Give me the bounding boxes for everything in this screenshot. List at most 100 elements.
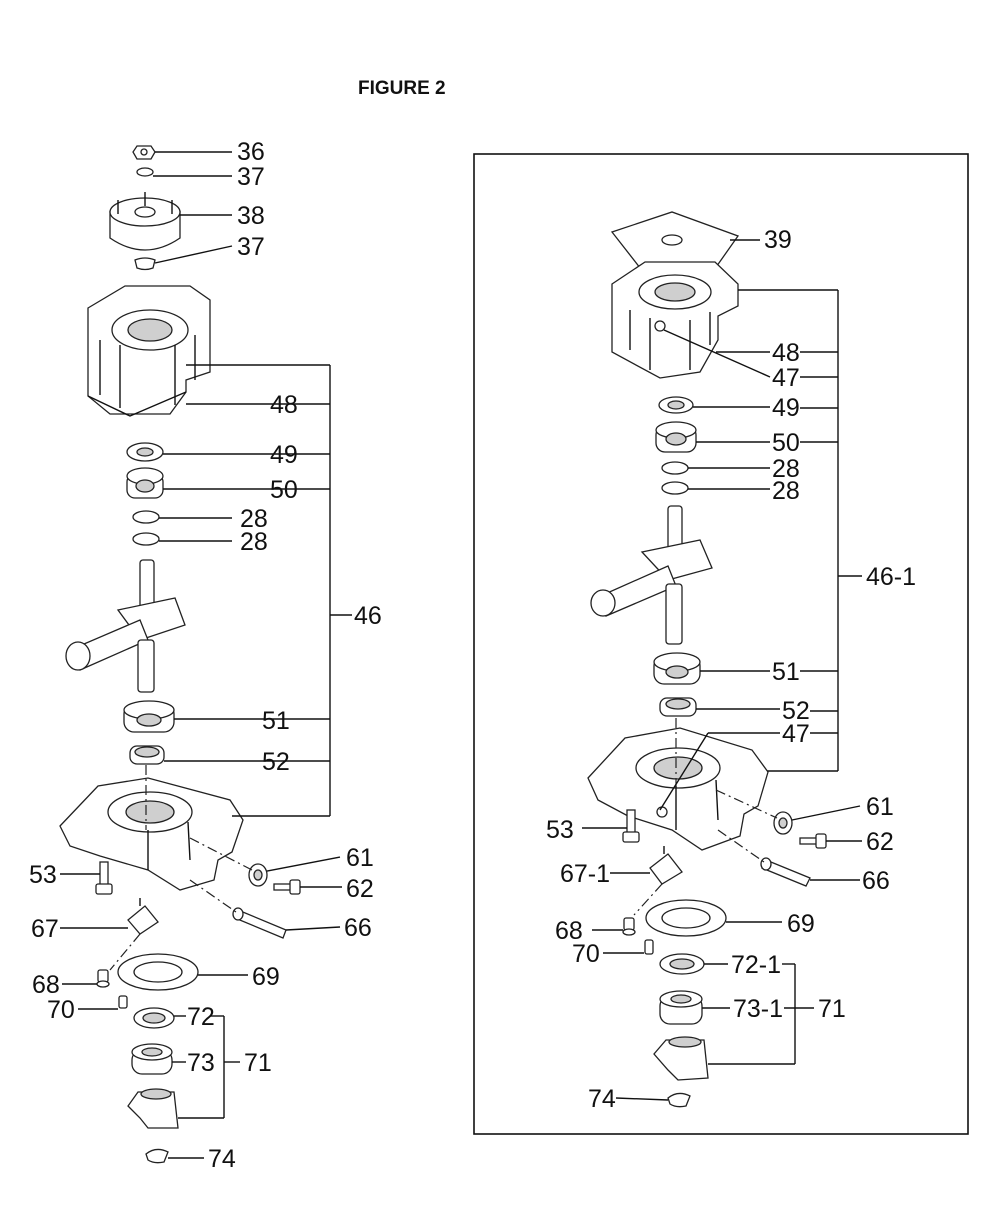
oil-seal-part [659, 697, 697, 717]
crankshaft-part [590, 505, 713, 645]
crankshaft-part [65, 559, 186, 693]
upper-crankcase-part [87, 285, 211, 417]
clip-part [667, 1092, 691, 1108]
bearing-part [123, 700, 175, 733]
callout-36: 36 [237, 138, 265, 166]
housing-part [653, 1036, 709, 1081]
screw-part [118, 995, 128, 1009]
nut-part [248, 863, 268, 887]
callout-62: 62 [866, 828, 894, 856]
callout-52: 52 [782, 697, 810, 725]
shim-part [132, 532, 160, 546]
callout-68: 68 [32, 971, 60, 999]
callout-71: 71 [818, 995, 846, 1023]
bracket-46 [329, 365, 352, 816]
bracket-71 [178, 1015, 240, 1119]
callout-66: 66 [862, 867, 890, 895]
bearing-part [126, 467, 164, 499]
clip-part [145, 1148, 169, 1164]
assembly-frame [473, 153, 969, 1135]
housing-part [127, 1088, 179, 1129]
callout-51: 51 [772, 658, 800, 686]
callout-61: 61 [346, 844, 374, 872]
bearing-part [653, 652, 701, 685]
bracket-71 [708, 963, 814, 1065]
screw-part [273, 879, 301, 895]
callout-28: 28 [772, 477, 800, 505]
shim-part [132, 510, 160, 524]
clutch-drum-part [109, 192, 181, 251]
callout-74: 74 [208, 1145, 236, 1173]
shim-part [661, 481, 689, 495]
callout-49: 49 [772, 394, 800, 422]
screw-part [96, 969, 110, 988]
bushing-part [659, 990, 703, 1025]
shim-part [661, 461, 689, 475]
bolt-part [622, 809, 640, 843]
pin-part [232, 907, 287, 939]
callout-46-1: 46-1 [866, 563, 916, 591]
screw-part [799, 833, 827, 849]
callout-28: 28 [240, 505, 268, 533]
callout-51: 51 [262, 707, 290, 735]
callout-67-1: 67-1 [560, 860, 610, 888]
callout-53: 53 [546, 816, 574, 844]
callout-37: 37 [237, 163, 265, 191]
callout-73-1: 73-1 [733, 995, 783, 1023]
figure-title: FIGURE 2 [358, 78, 446, 99]
callout-68: 68 [555, 917, 583, 945]
gasket-part [117, 953, 199, 991]
lower-crankcase-part [587, 727, 769, 851]
washer-part [136, 167, 154, 177]
ring-part [133, 1007, 175, 1029]
oil-seal-part [658, 396, 694, 414]
callout-70: 70 [47, 996, 75, 1024]
left-assembly [59, 145, 352, 1164]
callout-72: 72 [187, 1003, 215, 1031]
bolt-part [95, 861, 113, 895]
callout-61: 61 [866, 793, 894, 821]
callout-47: 47 [782, 720, 810, 748]
screw-part [622, 917, 636, 936]
oil-seal-part [126, 442, 164, 462]
callout-72-1: 72-1 [731, 951, 781, 979]
washer-part [134, 257, 156, 271]
callout-48: 48 [270, 391, 298, 419]
callout-37: 37 [237, 233, 265, 261]
ring-part [659, 953, 705, 975]
callout-38: 38 [237, 202, 265, 230]
left-labels: 36 37 38 37 48 49 50 28 28 46 51 52 61 5… [29, 138, 382, 1173]
callout-50: 50 [270, 476, 298, 504]
callout-28: 28 [772, 455, 800, 483]
lever-part [127, 898, 159, 935]
gasket-part [645, 899, 727, 937]
callout-67: 67 [31, 915, 59, 943]
callout-66: 66 [344, 914, 372, 942]
callout-49: 49 [270, 441, 298, 469]
callout-28: 28 [240, 528, 268, 556]
callout-39: 39 [764, 226, 792, 254]
callout-71: 71 [244, 1049, 272, 1077]
nut-part [773, 811, 793, 835]
callout-46: 46 [354, 602, 382, 630]
bearing-part [655, 421, 697, 453]
callout-74: 74 [588, 1085, 616, 1113]
upper-crankcase-part [611, 261, 739, 379]
lower-crankcase-part [59, 777, 244, 891]
nut-part [132, 145, 156, 160]
right-assembly [582, 211, 862, 1108]
pin-part [760, 857, 811, 887]
callout-48: 48 [772, 339, 800, 367]
callout-69: 69 [787, 910, 815, 938]
oil-seal-part [129, 745, 165, 765]
callout-50: 50 [772, 429, 800, 457]
lever-part [649, 846, 683, 885]
right-labels: 39 48 47 49 50 28 28 46-1 51 52 47 61 53… [546, 226, 916, 1113]
callout-70: 70 [572, 940, 600, 968]
callout-62: 62 [346, 875, 374, 903]
callout-53: 53 [29, 861, 57, 889]
bushing-part [131, 1043, 173, 1075]
callout-69: 69 [252, 963, 280, 991]
callout-47: 47 [772, 364, 800, 392]
